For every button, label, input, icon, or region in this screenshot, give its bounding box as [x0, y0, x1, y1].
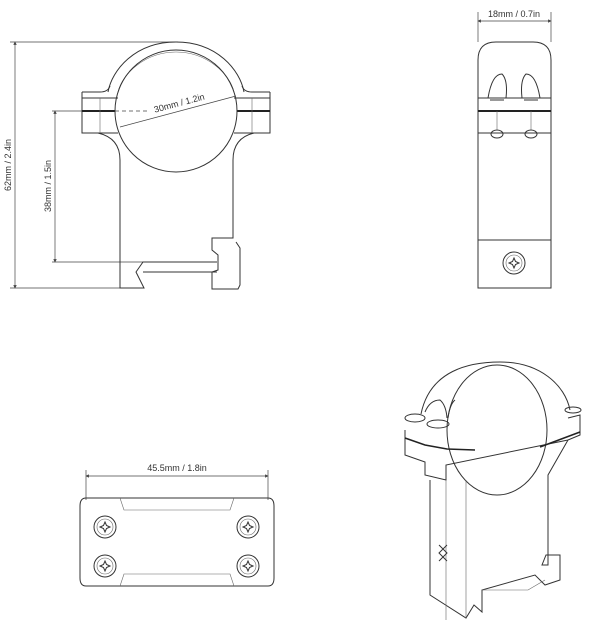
isometric-view [404, 361, 582, 620]
screw-icon [236, 515, 260, 539]
side-view: 18mm / 0.7in [477, 9, 552, 289]
base-length-label: 45.5mm / 1.8in [147, 463, 207, 473]
front-view: 62mm / 2.4in 38mm / 1.5in 30mm / 1.2in [3, 41, 271, 290]
overall-height-label: 62mm / 2.4in [3, 139, 13, 191]
cross-bolt-screw-icon [502, 251, 526, 275]
screw-icon [93, 554, 117, 578]
brand-logo-icon [438, 544, 448, 562]
screw-icon [93, 515, 117, 539]
bottom-view: 45.5mm / 1.8in [79, 463, 275, 587]
center-height-label: 38mm / 1.5in [43, 160, 53, 212]
screw-icon [236, 554, 260, 578]
ring-width-label: 18mm / 0.7in [488, 9, 540, 19]
